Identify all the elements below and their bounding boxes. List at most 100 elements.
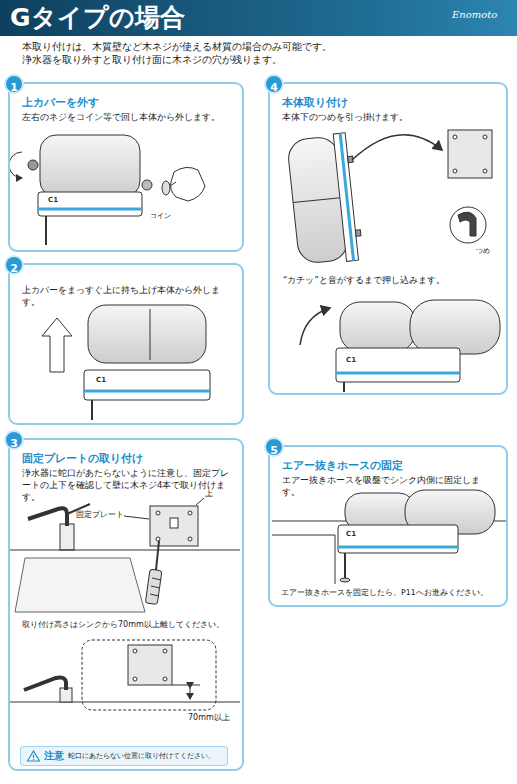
illustration-part bbox=[453, 169, 457, 173]
illustration-part bbox=[28, 751, 40, 761]
illustration-part bbox=[42, 318, 72, 372]
illustration-part bbox=[286, 132, 363, 266]
step1-art bbox=[9, 135, 205, 245]
step-number-text: 5 bbox=[270, 444, 278, 457]
step-panel: 上カバーをまっすぐ上に持ち上げ本体から外します。2 bbox=[8, 263, 244, 425]
text-label: 固定プレート bbox=[76, 511, 124, 520]
text-label: 70mm以上 bbox=[188, 713, 230, 722]
illustration-part bbox=[410, 300, 500, 354]
illustration-part bbox=[151, 586, 160, 588]
illustration-part bbox=[190, 688, 191, 699]
illustration-part bbox=[133, 677, 137, 681]
step-heading: 上カバーを外す bbox=[22, 95, 232, 109]
illustration-part bbox=[33, 755, 34, 759]
illustration-part bbox=[156, 537, 160, 541]
illustration-part bbox=[38, 192, 142, 216]
text-label: 取り付け高さはシンクから70mm以上離してください。 bbox=[22, 620, 224, 629]
illustration-part bbox=[40, 135, 140, 197]
step-number: 4 bbox=[264, 74, 284, 94]
illustration-part bbox=[340, 133, 353, 260]
illustration-part bbox=[128, 645, 172, 685]
illustration-part bbox=[124, 516, 149, 519]
step-heading: 本体取り付け bbox=[282, 95, 496, 109]
illustration-part bbox=[343, 382, 345, 392]
step-text: 本体下のつめを引っ掛けます。 bbox=[282, 111, 496, 123]
illustration-part bbox=[338, 546, 458, 549]
illustration-part bbox=[60, 524, 74, 550]
illustration-part bbox=[84, 370, 210, 400]
illustration-part bbox=[10, 550, 240, 551]
illustration-part bbox=[272, 535, 335, 536]
illustration-part bbox=[196, 498, 204, 505]
illustration-part bbox=[133, 649, 137, 653]
warning-icon bbox=[27, 750, 40, 762]
step-number: 1 bbox=[4, 74, 24, 94]
text-label: C1 bbox=[346, 356, 356, 364]
illustration-part bbox=[163, 677, 167, 681]
illustration-part bbox=[28, 160, 38, 170]
illustration-part bbox=[170, 182, 176, 186]
text-label: Enomoto bbox=[452, 9, 497, 21]
illustration-part bbox=[156, 541, 159, 570]
illustration-part bbox=[483, 135, 487, 139]
step-panel: 上カバーを外す左右のネジをコイン等で回し本体から外します。 1 bbox=[8, 82, 244, 252]
illustration-part bbox=[84, 390, 210, 393]
text-label: 上 bbox=[205, 489, 213, 498]
illustration-part bbox=[338, 525, 458, 553]
illustration-part bbox=[333, 133, 358, 262]
illustration-part bbox=[88, 305, 206, 363]
step-number-text: 1 bbox=[10, 81, 18, 94]
illustration-part bbox=[24, 678, 66, 691]
illustration-part bbox=[453, 135, 457, 139]
text-label: 浄水器を取り外すと取り付け面に木ネジの穴が残ります。 bbox=[22, 55, 282, 66]
illustration-part bbox=[33, 759, 35, 761]
illustration-part bbox=[188, 511, 192, 515]
step2-art bbox=[42, 305, 210, 420]
illustration-part bbox=[91, 400, 93, 420]
step-heading: エアー抜きホースの固定 bbox=[282, 458, 496, 472]
illustration-part bbox=[38, 208, 142, 211]
illustration-part bbox=[352, 135, 442, 160]
illustration-part bbox=[170, 518, 178, 528]
illustration-part bbox=[156, 511, 160, 515]
step-number: 3 bbox=[4, 430, 24, 450]
illustration-part bbox=[162, 181, 170, 195]
step-panel: エアー抜きホースの固定エアー抜きホースを吸盤でシンク内側に固定します。 5 bbox=[268, 445, 508, 607]
step-text: 左右のネジをコイン等で回し本体から外します。 bbox=[22, 111, 232, 123]
illustration-part bbox=[15, 558, 145, 612]
illustration-part bbox=[450, 207, 486, 243]
illustration-part bbox=[300, 308, 330, 345]
illustration-part bbox=[188, 537, 192, 541]
illustration-part bbox=[293, 197, 343, 202]
step-number-text: 2 bbox=[10, 262, 18, 275]
illustration-part bbox=[336, 372, 460, 375]
illustration-part bbox=[82, 640, 216, 710]
illustration-part bbox=[335, 535, 336, 584]
caution-text: 蛇口にあたらない位置に取り付けてください。 bbox=[68, 752, 215, 761]
illustration-part bbox=[150, 309, 151, 360]
step5-art bbox=[272, 490, 506, 584]
step-number-text: 4 bbox=[270, 81, 278, 94]
illustration-part bbox=[10, 702, 240, 703]
illustration-part bbox=[145, 569, 162, 604]
step3-art bbox=[10, 498, 240, 710]
illustration-part bbox=[483, 169, 487, 173]
illustration-part bbox=[150, 506, 198, 546]
illustration-part bbox=[163, 649, 167, 653]
step-text: エアー抜きホースを吸盤でシンク内側に固定します。 bbox=[282, 474, 496, 498]
illustration-part bbox=[458, 212, 476, 236]
illustration-part bbox=[172, 685, 200, 686]
illustration-part bbox=[340, 578, 350, 582]
text-label: エアー抜きホースを固定したら、P11へお進みください。 bbox=[281, 589, 488, 598]
step-number: 5 bbox=[264, 437, 284, 457]
illustration-part bbox=[448, 130, 492, 178]
illustration-part bbox=[45, 216, 47, 245]
text-label: 本取り付けは、木質壁など木ネジが使える材質の場合のみ可能です。 bbox=[22, 42, 332, 53]
text-label: C1 bbox=[346, 530, 356, 538]
step-heading: 固定プレートの取り付け bbox=[22, 451, 232, 465]
step-text: 浄水器に蛇口があたらないように注意し、固定プレートの上下を確認して壁に木ネジ4本… bbox=[22, 467, 232, 503]
illustration-part bbox=[152, 578, 161, 580]
page-title: Gタイプの場合 bbox=[10, 3, 185, 33]
illustration-part bbox=[355, 230, 361, 236]
